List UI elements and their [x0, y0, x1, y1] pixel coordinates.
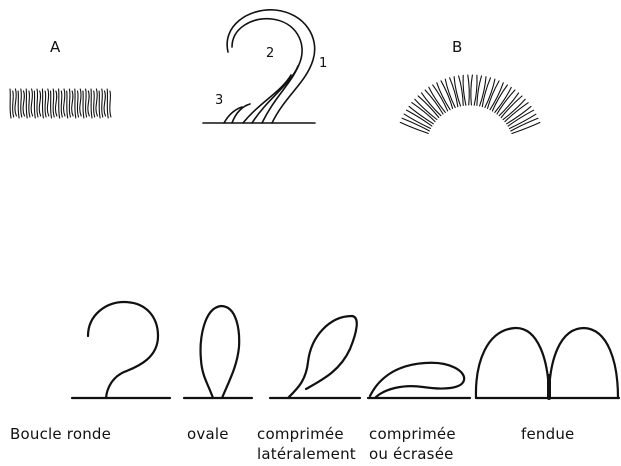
tuft-a-strand [13, 91, 14, 117]
tuft-a-strand [107, 89, 108, 118]
tuft-a-strand [88, 91, 89, 116]
tuft-a-strand [51, 91, 52, 118]
caption-split: fendue [521, 427, 574, 442]
tuft-a-strand [42, 89, 43, 118]
tuft-a-strand [53, 89, 54, 117]
loop-split-left [476, 328, 549, 398]
number-3: 3 [215, 94, 223, 107]
caption-laterally: latéralement [257, 447, 356, 462]
loop-flattened [370, 363, 464, 397]
tuft-a-strand [10, 89, 11, 118]
loop-oval [201, 306, 240, 398]
tuft-a-strand [55, 91, 56, 116]
caption-round-loop: Boucle ronde [10, 427, 111, 442]
tuft-a-strand [102, 89, 103, 117]
tuft-a-strand [37, 89, 38, 117]
tuft-b-strand [471, 75, 473, 105]
tuft-a-strand [96, 89, 97, 116]
tuft-a-strand [64, 89, 65, 116]
loop-types [72, 302, 619, 398]
tuft-a-strand [83, 91, 84, 118]
label-a: A [50, 40, 60, 55]
caption-oval: ovale [187, 427, 229, 442]
tuft-a-strand [75, 89, 76, 118]
tuft-a-strand [39, 91, 40, 116]
tuft-a [10, 89, 111, 118]
tuft-a-strand [61, 91, 62, 117]
tuft-a-strand [29, 91, 30, 117]
tuft-a-strand [34, 91, 35, 118]
tuft-a-strand [69, 89, 70, 117]
caption-flattened: ou écrasée [369, 447, 454, 462]
tuft-a-strand [85, 89, 86, 117]
tuft-b-strand [468, 75, 469, 105]
caption-compressed-2: comprimée [369, 427, 456, 442]
tuft-a-strand [26, 89, 27, 118]
tuft-a-strand [21, 89, 22, 117]
number-2: 2 [266, 47, 274, 60]
tuft-a-strand [47, 89, 48, 116]
strand-2c [243, 75, 291, 123]
tuft-a-strand [77, 91, 78, 117]
tuft-a-strand [31, 89, 32, 116]
tuft-a-strand [72, 91, 73, 116]
label-b: B [452, 40, 462, 55]
tuft-a-strand [80, 89, 81, 116]
tuft-a-strand [94, 91, 95, 117]
tuft-a-strand [18, 91, 19, 118]
loop-lateral [288, 316, 357, 398]
tuft-b [400, 75, 540, 134]
tuft-a-strand [104, 91, 105, 116]
tuft-a-strand [110, 91, 111, 117]
tuft-a-strand [67, 91, 68, 118]
tuft-a-strand [99, 91, 100, 118]
number-1: 1 [319, 57, 327, 70]
tuft-a-strand [59, 89, 60, 118]
tuft-a-strand [91, 89, 92, 118]
caption-compressed-1: comprimée [257, 427, 344, 442]
loop-round [88, 302, 158, 398]
tuft-a-strand [45, 91, 46, 117]
tuft-a-strand [23, 91, 24, 116]
tuft-a-strand [15, 89, 16, 116]
loop-split-right [549, 328, 618, 398]
